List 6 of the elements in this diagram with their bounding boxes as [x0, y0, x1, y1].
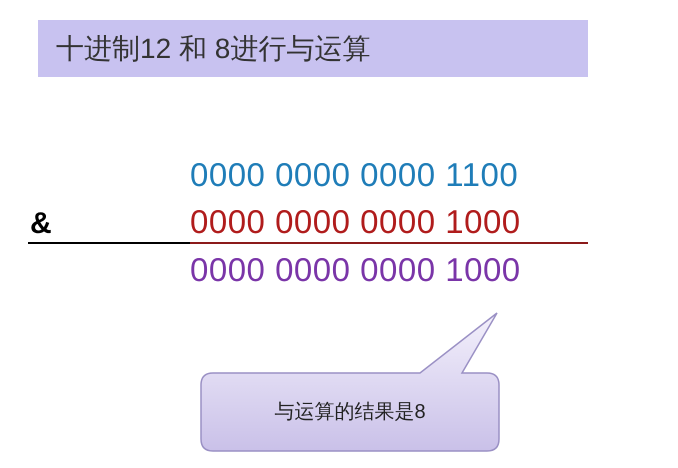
binary-number: 0000 0000 0000 1000 — [190, 251, 521, 289]
title-banner: 十进制12 和 8进行与运算 — [38, 20, 588, 77]
binary-number: 0000 0000 0000 1000 — [190, 203, 521, 241]
callout-text: 与运算的结果是8 — [273, 400, 427, 425]
operator-symbol: & — [30, 207, 52, 241]
binary-number: 0000 0000 0000 1100 — [190, 156, 518, 194]
